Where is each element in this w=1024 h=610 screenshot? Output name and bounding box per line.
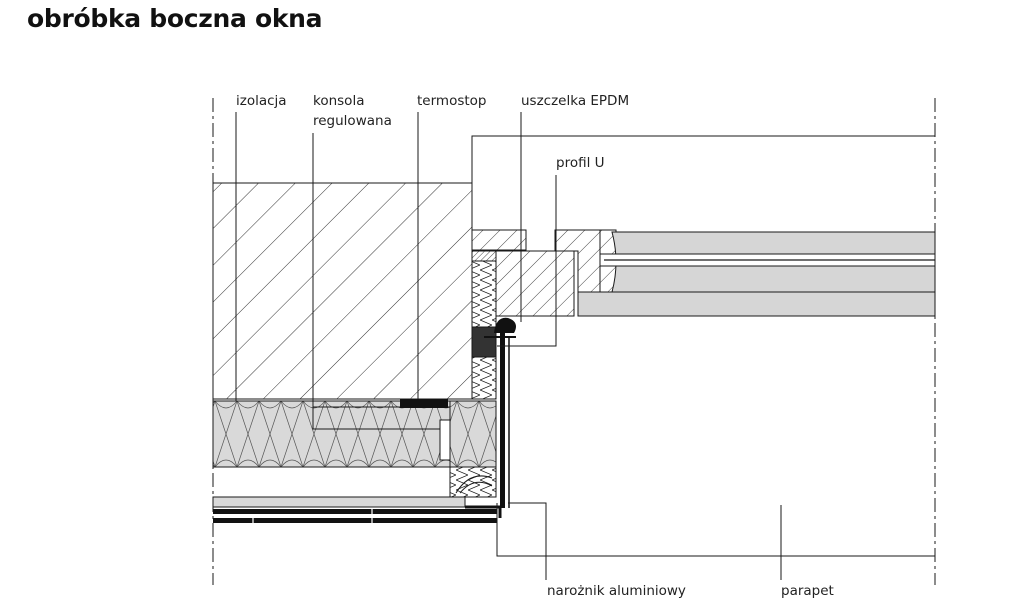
- cladding-panel: [212, 496, 466, 508]
- insulation-wool-side: [449, 400, 497, 468]
- label-termostop: termostop: [417, 93, 486, 109]
- label-konsola-line2: regulowana: [313, 113, 392, 129]
- label-parapet: parapet: [781, 583, 834, 599]
- cladding-rail-lower: [213, 518, 497, 523]
- label-uszczelka: uszczelka EPDM: [521, 93, 629, 109]
- insulation-wool: [212, 400, 451, 468]
- diagram-title: obróbka boczna okna: [27, 4, 323, 33]
- frame-block-main: [495, 250, 575, 317]
- compressed-tape: [471, 250, 497, 262]
- leader-naroznik: [508, 502, 547, 580]
- epdm-gasket: [494, 317, 516, 333]
- label-izolacja: izolacja: [236, 93, 287, 109]
- wall-masonry: [212, 182, 473, 400]
- wall-reveal-outline: [471, 135, 935, 230]
- corner-insulation: [449, 466, 497, 498]
- sealing-strip-lower: [471, 356, 497, 400]
- label-naroznik: narożnik aluminiowy: [547, 583, 686, 599]
- parapet-outline: [496, 503, 935, 557]
- aluminium-profile-vertical: [500, 333, 505, 508]
- thermostop-pad: [400, 399, 448, 408]
- bracket-plate: [439, 419, 451, 461]
- leader-profil-u: [497, 175, 557, 347]
- adjustable-bracket: [312, 406, 451, 430]
- label-profil-u: profil U: [556, 155, 605, 171]
- window-sill-profile: [577, 291, 936, 317]
- frame-block-outer: [471, 229, 527, 251]
- sealing-strip-upper: [471, 260, 497, 328]
- dark-profile-block: [471, 326, 497, 358]
- aluminium-corner: [465, 505, 502, 518]
- label-konsola-line1: konsola: [313, 93, 364, 109]
- cladding-rail-upper: [213, 509, 497, 514]
